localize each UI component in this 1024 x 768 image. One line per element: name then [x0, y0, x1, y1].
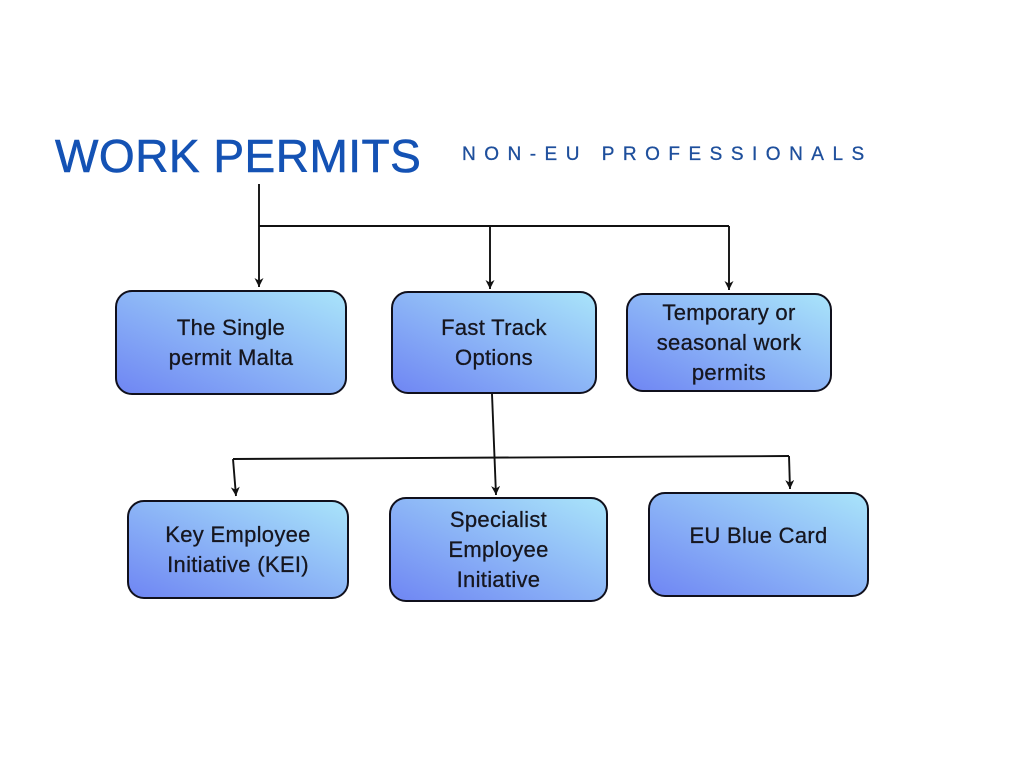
- node-label-line: permits: [691, 359, 767, 385]
- node-label-line: Initiative (KEI): [167, 551, 309, 577]
- node-label-line: Fast Track: [441, 314, 547, 340]
- node-label-line: Key Employee: [165, 521, 311, 547]
- edge-drop-to-key-employee-initiative: [230, 458, 240, 497]
- node-label-line: seasonal work: [656, 329, 802, 355]
- node-label-line: Specialist: [449, 506, 548, 532]
- page-subtitle: NON-EU PROFESSIONALS: [462, 144, 873, 165]
- node-label-line: Initiative: [456, 566, 541, 592]
- node-single-permit-malta: The Single permit Malta: [115, 290, 347, 395]
- node-eu-blue-card: EU Blue Card: [648, 492, 869, 597]
- page-title: WORK PERMITS: [55, 130, 422, 183]
- node-label-line: Employee: [448, 536, 549, 562]
- node-temporary-seasonal-permits: Temporary or seasonal work permits: [626, 293, 832, 392]
- node-label-line: Options: [455, 344, 533, 370]
- edge-level2-horizontal-bar: [232, 455, 790, 460]
- node-label-line: EU Blue Card: [689, 522, 828, 548]
- node-label-line: The Single: [176, 314, 286, 340]
- node-label-line: permit Malta: [168, 344, 294, 370]
- edge-fast-track-stem-to-specialist: [491, 393, 501, 496]
- node-label-line: Temporary or: [662, 299, 796, 325]
- edge-drop-to-eu-blue-card: [785, 455, 795, 490]
